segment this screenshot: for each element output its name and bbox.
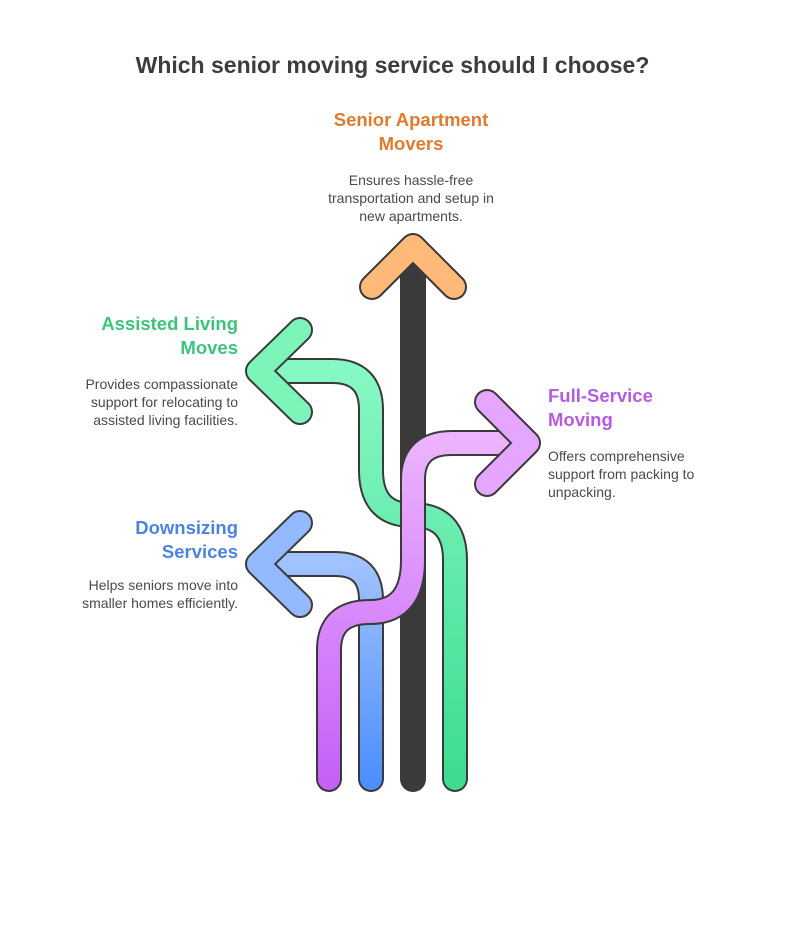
senior-apartment-title-line-2: Movers <box>378 133 444 154</box>
assisted-living-title-line-2: Moves <box>180 337 238 358</box>
assisted-living-desc-line-2: support for relocating to <box>90 394 238 410</box>
assisted-living-desc-line-1: Provides compassionate <box>85 376 238 392</box>
assisted-living-title: Assisted Living Moves <box>18 312 238 360</box>
full-service-title-line-2: Moving <box>548 409 613 430</box>
downsizing-desc-line-1: Helps seniors move into <box>88 577 238 593</box>
full-service-desc-line-3: unpacking. <box>548 484 616 500</box>
senior-apartment-desc-line-1: Ensures hassle-free <box>348 172 474 188</box>
full-service-desc-line-1: Offers comprehensive <box>548 448 685 464</box>
senior-apartment-title-line-1: Senior Apartment <box>333 109 489 130</box>
page-title: Which senior moving service should I cho… <box>135 52 650 78</box>
senior-apartment-desc-line-3: new apartments. <box>359 208 463 224</box>
downsizing-title-line-2: Services <box>161 541 238 562</box>
senior-apartment-description: Ensures hassle-free transportation and s… <box>291 171 531 225</box>
full-service-title-line-1: Full-Service <box>548 385 653 406</box>
downsizing-arrow <box>245 510 384 792</box>
assisted-living-arrow <box>245 317 468 792</box>
full-service-arrow <box>316 389 541 792</box>
assisted-living-description: Provides compassionate support for reloc… <box>18 375 238 429</box>
downsizing-title-line-1: Downsizing <box>135 517 238 538</box>
full-service-desc-line-2: support from packing to <box>548 466 695 482</box>
senior-apartment-title: Senior Apartment Movers <box>291 108 531 156</box>
full-service-title: Full-Service Moving <box>548 384 768 432</box>
downsizing-description: Helps seniors move into smaller homes ef… <box>18 576 238 612</box>
downsizing-desc-line-2: smaller homes efficiently. <box>82 595 238 611</box>
senior-apartment-desc-line-2: transportation and setup in <box>328 190 494 206</box>
assisted-living-title-line-1: Assisted Living <box>101 313 238 334</box>
full-service-description: Offers comprehensive support from packin… <box>548 447 768 501</box>
assisted-living-desc-line-3: assisted living facilities. <box>93 412 238 428</box>
downsizing-title: Downsizing Services <box>18 516 238 564</box>
